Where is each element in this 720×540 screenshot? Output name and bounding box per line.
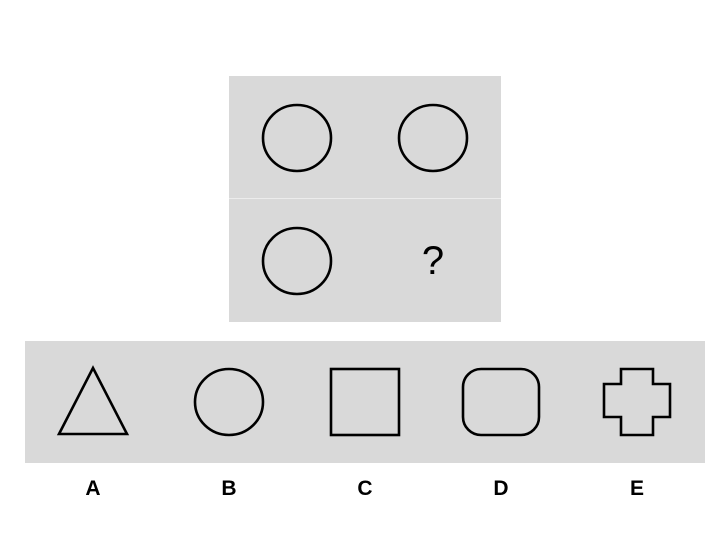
cross-icon — [602, 367, 672, 437]
option-a[interactable] — [25, 341, 161, 463]
circle-icon — [261, 103, 333, 172]
circle-icon — [261, 226, 333, 295]
matrix-cell-3 — [229, 199, 365, 322]
triangle-icon — [56, 365, 130, 436]
circle-icon — [397, 103, 469, 172]
matrix-cell-1 — [229, 76, 365, 199]
square-icon — [329, 367, 401, 437]
option-label-d: D — [493, 477, 509, 500]
option-label-b: B — [221, 477, 237, 500]
matrix-row-divider — [229, 198, 501, 199]
matrix-cell-2 — [365, 76, 501, 199]
answer-options-panel — [25, 341, 705, 463]
circle-icon — [193, 367, 265, 437]
option-c[interactable] — [297, 341, 433, 463]
rounded-square-icon — [461, 367, 541, 437]
option-e[interactable] — [569, 341, 705, 463]
option-label-a: A — [85, 477, 101, 500]
puzzle-matrix: ? — [229, 76, 501, 322]
option-d[interactable] — [433, 341, 569, 463]
option-label-c: C — [357, 477, 373, 500]
matrix-cell-4: ? — [365, 199, 501, 322]
option-b[interactable] — [161, 341, 297, 463]
option-label-e: E — [629, 477, 644, 500]
question-mark: ? — [421, 238, 445, 283]
